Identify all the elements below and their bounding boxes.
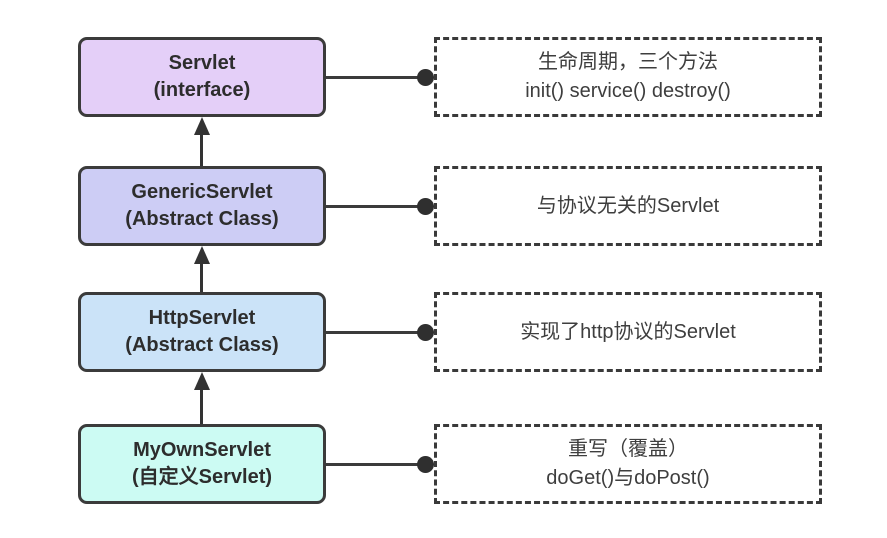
arrow-shaft: [200, 264, 203, 292]
note-line: 重写（覆盖）: [568, 438, 688, 460]
arrow-up-icon: [193, 117, 210, 135]
note-line: 与协议无关的Servlet: [536, 194, 720, 217]
class-box-genericservlet: GenericServlet (Abstract Class): [78, 166, 326, 246]
class-box-myownservlet: MyOwnServlet (自定义Servlet): [78, 424, 326, 504]
class-box-title: Servlet: [168, 52, 236, 74]
note-box-servlet: 生命周期，三个方法 init() service() destroy(): [434, 37, 822, 117]
note-line: init() service() destroy(): [525, 80, 731, 102]
class-box-subtitle: (自定义Servlet): [131, 466, 273, 488]
connector-line: [324, 75, 427, 79]
inheritance-arrow-myownservlet-to-httpservlet: [193, 372, 210, 424]
class-box-title: GenericServlet: [131, 181, 273, 203]
connector-line: [324, 462, 427, 466]
connector-line: [324, 204, 427, 208]
class-box-subtitle: (interface): [153, 79, 251, 101]
arrow-up-icon: [193, 246, 210, 264]
arrow-up-icon: [193, 372, 210, 390]
class-box-httpservlet: HttpServlet (Abstract Class): [78, 292, 326, 372]
connector-line: [324, 330, 427, 334]
connector-dot-icon: [417, 455, 434, 473]
inheritance-arrow-genericservlet-to-servlet: [193, 117, 210, 166]
class-box-subtitle: (Abstract Class): [125, 334, 279, 356]
note-line: 生命周期，三个方法: [538, 51, 718, 73]
note-box-myownservlet: 重写（覆盖） doGet()与doPost(): [434, 424, 822, 504]
inheritance-arrow-httpservlet-to-genericservlet: [193, 246, 210, 292]
class-box-title: MyOwnServlet: [133, 439, 271, 461]
note-box-httpservlet: 实现了http协议的Servlet: [434, 292, 822, 372]
connector-dot-icon: [417, 68, 434, 86]
class-box-subtitle: (Abstract Class): [125, 208, 279, 230]
class-box-title: HttpServlet: [148, 307, 256, 329]
connector-dot-icon: [417, 197, 434, 215]
note-line: doGet()与doPost(): [546, 467, 710, 489]
arrow-shaft: [200, 390, 203, 424]
class-box-servlet: Servlet (interface): [78, 37, 326, 117]
note-box-genericservlet: 与协议无关的Servlet: [434, 166, 822, 246]
connector-dot-icon: [417, 323, 434, 341]
arrow-shaft: [200, 135, 203, 166]
note-line: 实现了http协议的Servlet: [520, 320, 736, 343]
